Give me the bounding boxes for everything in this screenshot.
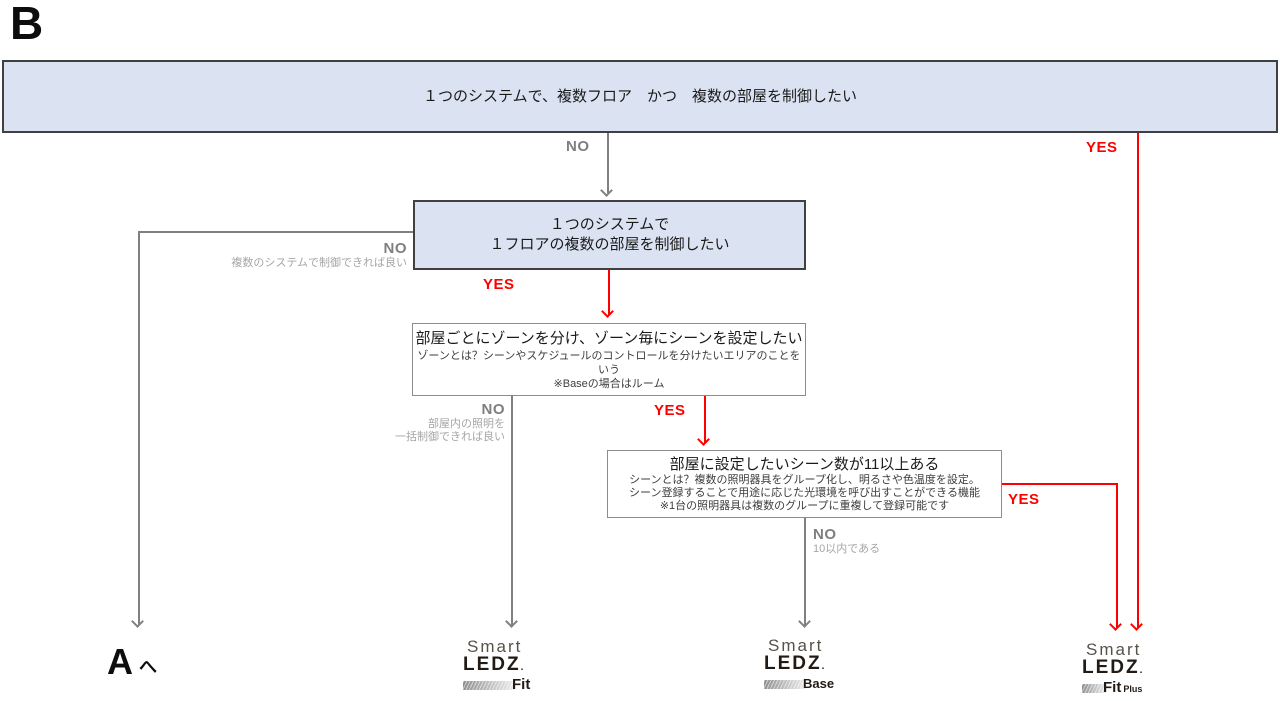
logo-base-product: LEDZ. bbox=[764, 654, 860, 676]
logo-fit-product: LEDZ. bbox=[463, 655, 559, 677]
logo-fitplus-mark: . bbox=[1139, 665, 1145, 676]
logo-fitplus-tier: Plus bbox=[1123, 684, 1143, 694]
logo-fit-row: Fit bbox=[463, 676, 559, 693]
logo-fit-bar bbox=[463, 681, 515, 690]
box-zone-scene-note1: ゾーンとは？シーンやスケジュールのコントロールを分けたいエリアのことをいう bbox=[417, 349, 801, 376]
box-zone-scene-title: 部屋ごとにゾーンを分け、ゾーン毎にシーンを設定したい bbox=[415, 329, 803, 347]
arrowhead-to-a bbox=[131, 615, 144, 628]
label-q3-no: NO 部屋内の照明を 一括制御できれば良い bbox=[305, 401, 505, 444]
logo-base-suffix: Base bbox=[803, 676, 835, 691]
logo-base-product-text: LEDZ bbox=[764, 653, 822, 674]
logo-fit-suffix: Fit bbox=[512, 676, 531, 693]
label-q4-no: NO 10以内である bbox=[813, 526, 993, 556]
box-single-floor-line1: １つのシステムで bbox=[549, 216, 670, 233]
arrowhead-q1-yes bbox=[1130, 618, 1143, 631]
outcome-a-suffix: へ bbox=[139, 657, 157, 677]
connector-q2-yes-down bbox=[608, 270, 610, 315]
arrowhead-q1-no bbox=[600, 184, 613, 197]
logo-smart-ledz-fit: Smart LEDZ. Fit bbox=[463, 637, 559, 693]
label-q3-no-text: NO bbox=[481, 401, 505, 418]
logo-fit-product-text: LEDZ bbox=[463, 654, 521, 675]
label-q3-no-note1: 部屋内の照明を bbox=[428, 418, 505, 430]
arrowhead-to-base bbox=[798, 615, 811, 628]
label-q2-no-note: 複数のシステムで制御できれば良い bbox=[231, 257, 407, 269]
logo-fitplus-product-text: LEDZ bbox=[1082, 657, 1140, 678]
label-q1-no: NO bbox=[566, 138, 590, 155]
box-zone-scene-note2: ※Baseの場合はルーム bbox=[553, 377, 665, 390]
connector-q1-yes-down bbox=[1137, 133, 1139, 628]
logo-fitplus-row: Fit Plus bbox=[1082, 679, 1178, 696]
logo-smart-ledz-fit-plus: Smart LEDZ. Fit Plus bbox=[1082, 640, 1178, 696]
logo-fitplus-suffix: Fit bbox=[1103, 679, 1122, 696]
connector-q4-yes-right bbox=[1002, 483, 1118, 485]
label-q3-no-note2: 一括制御できれば良い bbox=[395, 431, 505, 443]
arrowhead-q2-yes bbox=[601, 305, 614, 318]
page-title: B bbox=[10, 0, 44, 49]
connector-q2-no-left bbox=[138, 231, 413, 233]
box-scene-count: 部屋に設定したいシーン数が11以上ある シーンとは？複数の照明器具をグループ化し… bbox=[607, 450, 1002, 518]
box-scene-count-note2: シーン登録することで用途に応じた光環境を呼び出すことができる機能 bbox=[629, 487, 980, 499]
label-q4-no-text: NO bbox=[813, 526, 837, 543]
box-scene-count-note3: ※1台の照明器具は複数のグループに重複して登録可能です bbox=[659, 500, 950, 512]
arrowhead-to-fit bbox=[505, 615, 518, 628]
logo-base-bar bbox=[764, 680, 806, 689]
connector-q4-no-down bbox=[804, 518, 806, 625]
outcome-a-letter: A bbox=[107, 641, 133, 682]
label-q1-yes: YES bbox=[1086, 139, 1118, 156]
box-multi-floor-multi-room-text: １つのシステムで、複数フロア かつ 複数の部屋を制御したい bbox=[423, 87, 857, 105]
logo-smart-ledz-base: Smart LEDZ. Base bbox=[764, 637, 860, 690]
label-q2-yes: YES bbox=[483, 276, 515, 293]
logo-fitplus-bar bbox=[1082, 684, 1106, 693]
label-q4-no-note: 10以内である bbox=[813, 543, 881, 555]
arrowhead-q4-yes bbox=[1109, 618, 1122, 631]
connector-q2-no-down bbox=[138, 231, 140, 625]
box-single-floor-line2: １フロアの複数の部屋を制御したい bbox=[489, 236, 730, 253]
arrowhead-q3-yes bbox=[697, 433, 710, 446]
logo-base-mark: . bbox=[821, 661, 827, 672]
box-zone-scene: 部屋ごとにゾーンを分け、ゾーン毎にシーンを設定したい ゾーンとは？シーンやスケジ… bbox=[412, 323, 806, 396]
logo-base-brand: Smart bbox=[768, 636, 824, 655]
connector-q3-yes-down bbox=[704, 396, 706, 443]
connector-q4-yes-down bbox=[1116, 483, 1118, 628]
label-q3-yes: YES bbox=[654, 402, 686, 419]
box-scene-count-note1: シーンとは？複数の照明器具をグループ化し、明るさや色温度を設定。 bbox=[629, 474, 980, 486]
box-single-floor-multi-room: １つのシステムで １フロアの複数の部屋を制御したい bbox=[413, 200, 806, 270]
logo-fitplus-brand: Smart bbox=[1086, 640, 1142, 659]
label-q2-no-text: NO bbox=[383, 240, 407, 257]
logo-base-row: Base bbox=[764, 677, 860, 690]
logo-fit-brand: Smart bbox=[467, 637, 523, 656]
box-scene-count-title: 部屋に設定したいシーン数が11以上ある bbox=[669, 456, 940, 473]
label-q2-no: NO 複数のシステムで制御できれば良い bbox=[157, 240, 407, 270]
logo-fitplus-product: LEDZ. bbox=[1082, 658, 1178, 680]
connector-q1-no-down bbox=[607, 133, 609, 193]
label-q4-yes: YES bbox=[1008, 491, 1040, 508]
box-multi-floor-multi-room: １つのシステムで、複数フロア かつ 複数の部屋を制御したい bbox=[2, 60, 1278, 133]
outcome-a-reference: A へ bbox=[107, 644, 157, 680]
logo-fit-mark: . bbox=[520, 662, 526, 673]
connector-q3-no-down bbox=[511, 395, 513, 625]
